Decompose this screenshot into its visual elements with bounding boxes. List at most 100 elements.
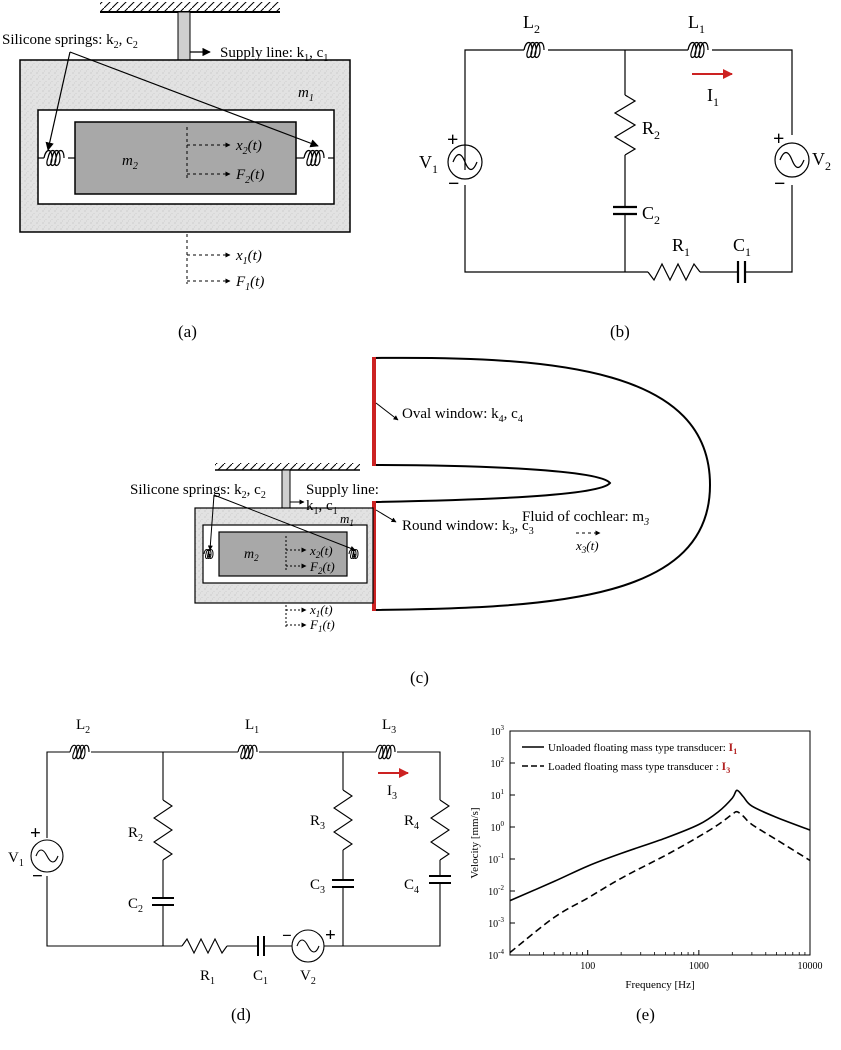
svg-text:F2(t): F2(t) [309,559,335,576]
svg-text:I1: I1 [707,85,719,109]
svg-text:Silicone springs: k2, c2: Silicone springs: k2, c2 [130,482,266,501]
svg-text:C2: C2 [642,203,660,227]
svg-text:Fluid of cochlear: m3: Fluid of cochlear: m3 [522,509,649,528]
svg-text:L3: L3 [382,717,396,736]
svg-text:V1: V1 [419,152,438,176]
svg-text:m1: m1 [340,511,354,528]
panel-label-e: (e) [636,1005,655,1024]
inductor-L3-d [375,744,396,760]
legend-entry-1: Unloaded floating mass type transducer: … [548,740,737,756]
panel-a: Silicone springs: k2, c2 Supply line: k1… [2,2,351,341]
x-tick-label: 10000 [798,961,823,972]
svg-text:+: + [30,823,41,844]
inductor-L1-b [687,41,709,59]
springs-label-a: Silicone springs: k2, c2 [2,32,138,51]
svg-text:−: − [448,173,459,195]
panel-b-labels: L2 L1 I1 R2 C2 R1 C1 V1 V2 + − + − (b) [419,12,831,341]
svg-text:−: − [774,173,785,195]
x-tick-label: 1000 [689,961,709,972]
svg-text:R2: R2 [128,825,143,844]
svg-text:R4: R4 [404,813,419,832]
source-V2-b [774,142,810,178]
y-tick-label: 10-1 [488,852,504,866]
svg-text:L1: L1 [245,717,259,736]
svg-text:R1: R1 [672,235,690,259]
resistor-R1-d [181,937,228,955]
svg-text:R3: R3 [310,813,325,832]
inner-mass-m2 [74,121,297,195]
svg-text:L2: L2 [76,717,90,736]
svg-text:R1: R1 [200,968,215,987]
svg-text:C1: C1 [253,968,268,987]
svg-text:k1, c1: k1, c1 [306,498,338,517]
chart-ticks: 100 1000 10000 10-4 10-3 10-2 10-1 100 101 102 103 [488,724,822,972]
y-tick-label: 101 [491,788,505,802]
series-line-solid [509,789,811,902]
panel-d [30,744,451,963]
svg-text:C3: C3 [310,877,325,896]
svg-text:+: + [447,129,458,151]
inner-mass-m2-c [218,531,348,577]
svg-text:m2: m2 [244,547,259,563]
x2-label-a: x2(t) [235,138,262,157]
svg-text:F1(t): F1(t) [309,617,335,634]
svg-text:Oval window: k4, c4: Oval window: k4, c4 [402,406,523,425]
panel-b [447,41,810,283]
y-tick-label: 103 [491,724,505,738]
svg-text:I3: I3 [387,783,397,802]
supply-label-a: Supply line: k1, c1 [220,45,328,64]
svg-text:Round window: k3, c3: Round window: k3, c3 [402,518,534,537]
svg-text:C4: C4 [404,877,419,896]
panel-label-d: (d) [231,1005,251,1024]
chart-series [509,789,811,954]
svg-text:C2: C2 [128,896,143,915]
panel-d-labels: L2 L1 L3 I3 R2 C2 R3 C3 R4 C4 R1 C1 V2 V… [8,717,419,1024]
y-tick-label: 102 [491,756,505,770]
plot-frame [509,730,811,956]
svg-text:−: − [32,866,43,887]
inductor-L2-d [69,744,90,760]
y-axis-label: Velocity [mm/s] [469,807,481,878]
svg-text:L1: L1 [688,12,705,36]
left-spring [38,149,75,167]
y-tick-label: 10-4 [488,948,504,962]
panel-label-a: (a) [178,322,197,341]
svg-text:C1: C1 [733,235,751,259]
m2-label-a: m2 [122,153,138,172]
svg-text:Supply line:: Supply line: [306,482,379,498]
source-V1-d [30,839,64,873]
y-tick-label: 10-2 [488,884,504,898]
right-spring [296,149,334,167]
resistor-R4-d [430,799,450,861]
x-axis-label: Frequency [Hz] [625,979,694,991]
inductor-L1-d [237,744,258,760]
svg-text:R2: R2 [642,118,660,142]
resistor-R3-d [333,789,353,851]
supply-line-rod [177,11,191,61]
svg-text:x3(t): x3(t) [575,538,599,555]
velocity-frequency-chart: 100 1000 10000 10-4 10-3 10-2 10-1 100 101 102 103… [469,724,823,1024]
cochlea-outline [373,356,712,611]
source-V1-b [447,144,483,180]
svg-text:x2(t): x2(t) [309,543,333,560]
x-tick-label: 100 [580,961,595,972]
F1-label-a: F1(t) [235,274,264,293]
panel-label-c: (c) [410,668,429,687]
svg-text:V2: V2 [812,149,831,173]
resistor-R1-b [647,262,701,282]
svg-text:x1(t): x1(t) [309,602,333,619]
svg-text:V1: V1 [8,850,24,869]
m1-label-a: m1 [298,85,314,104]
legend-entry-2: Loaded floating mass type transducer : I… [548,759,730,775]
panel-c: Oval window: k4, c4 Round window: k3, c3… [130,356,712,687]
F2-label-a: F2(t) [235,167,264,186]
panel-label-b: (b) [610,322,630,341]
y-tick-label: 100 [491,820,505,834]
series-line-dashed [509,810,811,954]
svg-text:+: + [773,128,784,150]
y-tick-label: 10-3 [488,916,504,930]
inductor-L2-b [523,41,545,59]
resistor-R2-d [153,799,173,861]
svg-text:L2: L2 [523,12,540,36]
